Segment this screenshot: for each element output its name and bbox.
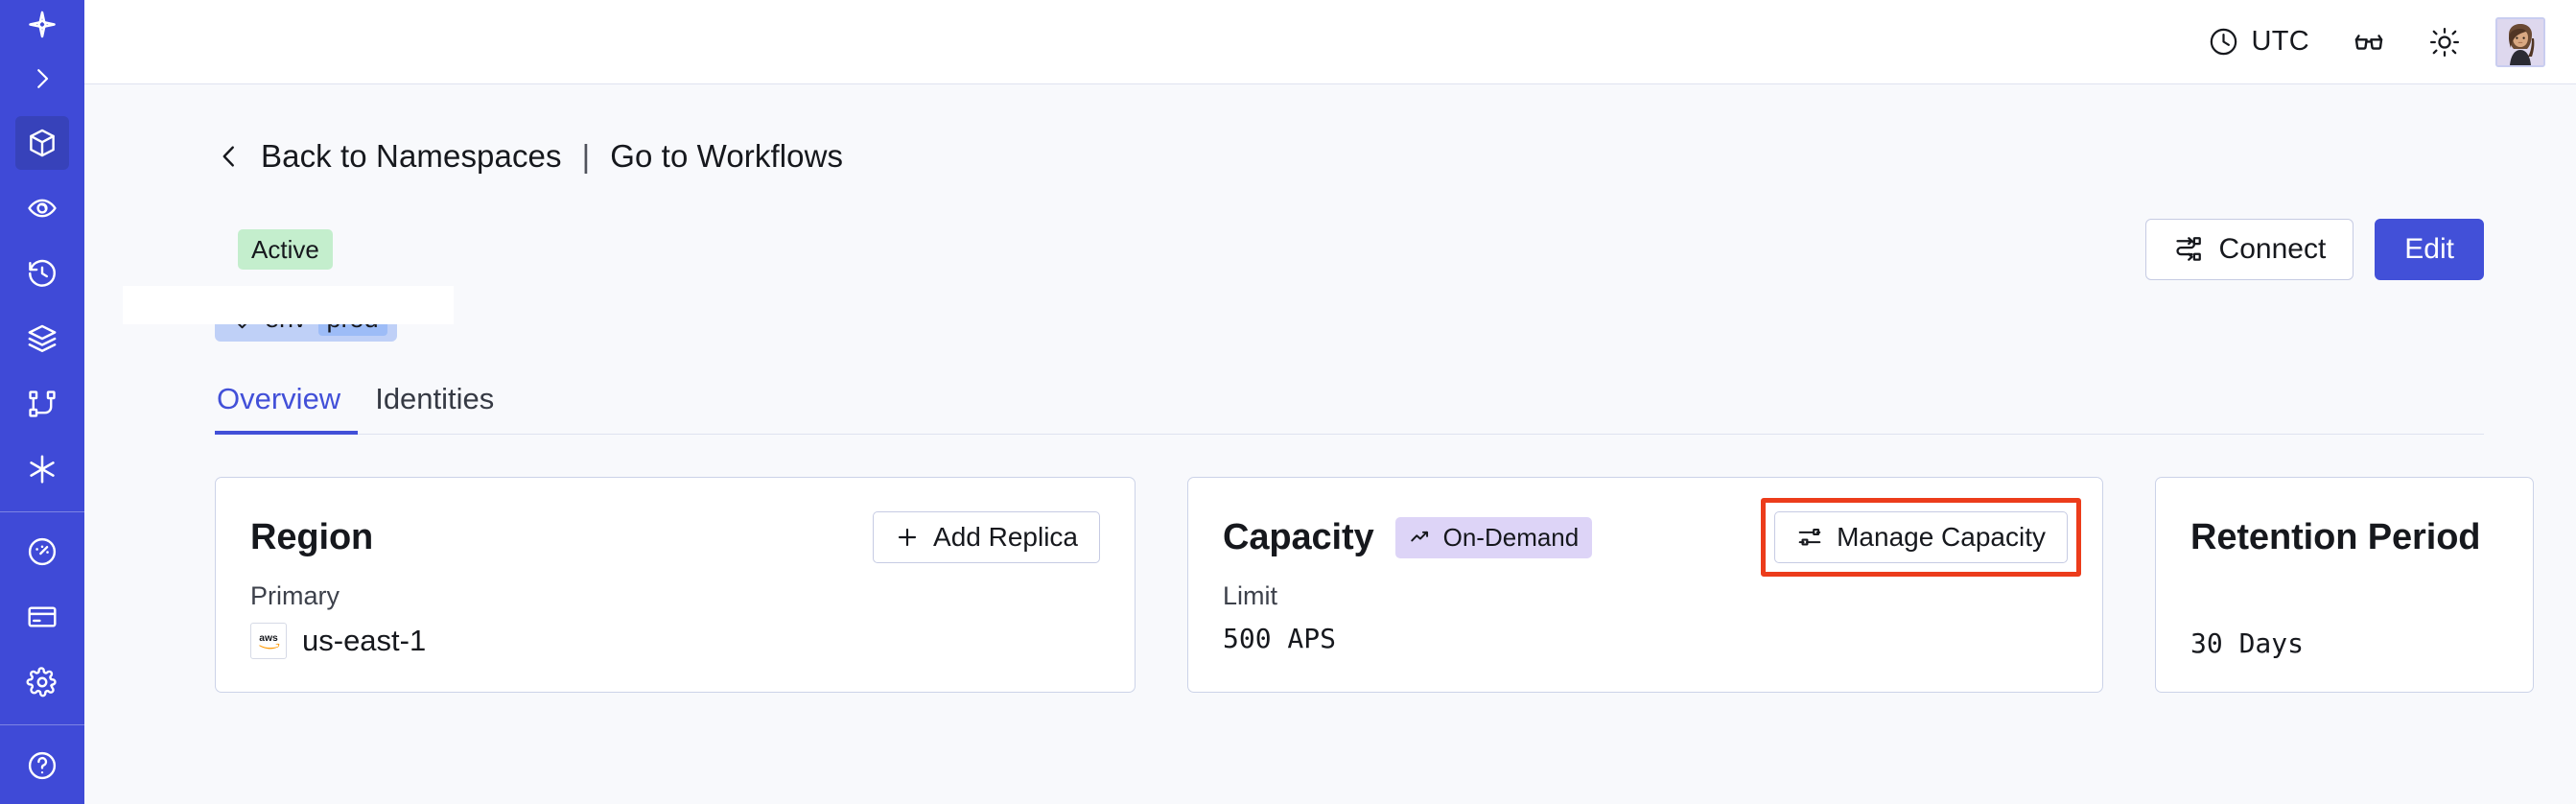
sidebar-secondary-group — [0, 511, 84, 721]
title-redaction-overlay — [123, 286, 454, 324]
connect-label: Connect — [2218, 233, 2327, 265]
breadcrumb-workflows-link[interactable]: Go to Workflows — [610, 138, 844, 174]
app-logo[interactable] — [0, 0, 84, 55]
status-badge: Active — [238, 228, 333, 271]
layers-icon — [28, 324, 57, 352]
capacity-card-action-wrap: Manage Capacity — [1761, 498, 2081, 578]
sun-icon — [2429, 27, 2460, 57]
sidebar-item-observability[interactable] — [15, 181, 69, 235]
namespace-header: Active Connect — [215, 219, 2484, 280]
sidebar-item-settings[interactable] — [15, 655, 69, 709]
glasses-icon — [2354, 34, 2383, 50]
capacity-value: 500 APS — [1223, 623, 1337, 655]
connect-button[interactable]: Connect — [2144, 219, 2354, 280]
sidebar-primary-group — [0, 103, 84, 508]
capacity-card: Capacity On-Demand — [1187, 477, 2103, 694]
sidebar-item-billing[interactable] — [15, 590, 69, 644]
sidebar-item-workflows[interactable] — [15, 377, 69, 431]
page-content: Back to Namespaces | Go to Workflows Act… — [84, 84, 2576, 804]
help-circle-icon — [28, 751, 57, 780]
clock-icon — [2211, 28, 2237, 56]
sidebar-item-usage[interactable] — [15, 525, 69, 579]
sliders-icon — [1798, 529, 1821, 546]
breadcrumb-separator: | — [581, 138, 591, 174]
breadcrumb-back-button[interactable] — [215, 140, 244, 173]
region-primary-label: Primary — [250, 581, 340, 611]
capacity-card-title: Capacity — [1223, 516, 1374, 557]
edit-button[interactable]: Edit — [2375, 219, 2484, 280]
capacity-limit-label: Limit — [1223, 581, 1278, 611]
overview-cards: Region Add Replica Primary — [215, 477, 2534, 694]
region-card: Region Add Replica Primary — [215, 477, 1136, 694]
sidebar-tertiary-group — [0, 725, 84, 804]
sidebar-item-nexus[interactable] — [15, 442, 69, 496]
plus-icon — [898, 529, 917, 547]
chevron-left-icon — [222, 146, 234, 167]
manage-capacity-label: Manage Capacity — [1837, 522, 2046, 553]
svg-text:aws: aws — [259, 633, 278, 644]
region-value-row: aws us-east-1 — [250, 623, 1100, 660]
tab-overview[interactable]: Overview — [215, 382, 359, 436]
manage-capacity-button[interactable]: Manage Capacity — [1774, 511, 2068, 564]
primary-sidebar — [0, 0, 84, 804]
read-mode-button[interactable] — [2330, 15, 2407, 69]
clock-rewind-icon — [29, 259, 56, 287]
sidebar-item-batch-operations[interactable] — [15, 312, 69, 366]
retention-spacer — [2190, 566, 2498, 616]
timezone-selector[interactable]: UTC — [2187, 15, 2330, 69]
gauge-icon — [28, 538, 57, 566]
sidebar-item-schedules[interactable] — [15, 247, 69, 300]
sidebar-expand-button[interactable] — [0, 55, 84, 103]
capacity-mode-badge: On-Demand — [1394, 516, 1593, 558]
retention-value-row: 30 Days — [2190, 627, 2498, 659]
asterisk-icon — [30, 455, 55, 484]
region-card-header: Region Add Replica — [250, 508, 1100, 566]
credit-card-icon — [28, 606, 57, 627]
region-card-title: Region — [250, 516, 374, 557]
retention-value: 30 Days — [2190, 627, 2305, 660]
theme-toggle-button[interactable] — [2407, 15, 2482, 69]
gear-icon — [26, 667, 57, 698]
retention-card-header: Retention Period — [2190, 508, 2498, 566]
tab-bar: Overview Identities — [215, 382, 2484, 436]
user-avatar[interactable] — [2495, 16, 2545, 67]
add-replica-label: Add Replica — [933, 522, 1078, 553]
sidebar-divider-1 — [0, 510, 84, 512]
breadcrumb: Back to Namespaces | Go to Workflows — [215, 138, 2484, 175]
main-area: UTC — [84, 0, 2576, 804]
header-actions: Connect Edit — [2144, 219, 2484, 280]
tab-identities[interactable]: Identities — [375, 382, 495, 416]
region-card-action-wrap: Add Replica — [873, 511, 1100, 564]
add-replica-button[interactable]: Add Replica — [873, 511, 1100, 564]
top-bar: UTC — [84, 0, 2576, 84]
namespace-tags: env prod — [215, 296, 2484, 343]
chevron-right-icon — [37, 68, 49, 88]
eye-icon — [28, 199, 57, 217]
sidebar-item-help[interactable] — [15, 739, 69, 792]
region-value: us-east-1 — [302, 624, 427, 658]
capacity-mode-label: On-Demand — [1442, 522, 1580, 552]
capacity-value-row: 500 APS — [1223, 623, 2068, 654]
cube-icon — [30, 129, 55, 156]
avatar-image — [2497, 18, 2543, 65]
timezone-label: UTC — [2251, 26, 2309, 57]
aws-logo-glyph: aws — [258, 633, 280, 650]
temporal-logo-icon — [29, 12, 56, 38]
sidebar-divider-2 — [0, 724, 84, 726]
connect-icon — [2175, 237, 2201, 261]
capacity-card-header: Capacity On-Demand — [1223, 498, 2081, 578]
trend-up-icon — [1410, 532, 1428, 542]
nodes-icon — [29, 390, 56, 417]
retention-card: Retention Period 30 Days — [2155, 477, 2534, 694]
retention-card-title: Retention Period — [2190, 516, 2481, 557]
edit-label: Edit — [2404, 233, 2454, 265]
sidebar-item-namespaces[interactable] — [15, 115, 69, 170]
breadcrumb-back-label[interactable]: Back to Namespaces — [261, 138, 562, 174]
aws-icon: aws — [250, 623, 287, 660]
